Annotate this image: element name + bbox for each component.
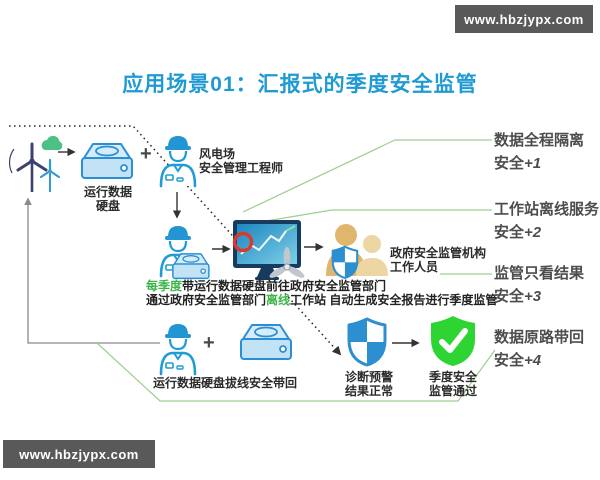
diagnosis-label: 诊断预警 结果正常 [338,370,400,398]
benefit-4-title: 数据原路带回 [494,329,585,346]
process-note: 每季度带运行数据硬盘前往政府安全监管部门 通过政府安全监管部门离线工作站 自动生… [146,279,498,307]
page-title: 应用场景01：汇报式的季度安全监管 [122,73,478,96]
data-return-path-line [24,197,160,344]
gov-staff-label-line2: 工作人员 [390,259,439,274]
benefit-3: 监管只看结果 安全+3 [494,262,600,308]
benefit-3-score: 安全+3 [494,285,600,308]
benefit-connector-lines [96,139,496,402]
diagnosis-shield-icon [349,319,385,365]
note-line1: 带运行数据硬盘前往政府安全监管部门 [182,279,387,293]
benefit-3-score-num: +3 [524,288,542,305]
green-cloud-icon [41,135,63,151]
note-quarterly-highlight: 每季度 [146,279,183,293]
carried-hard-drive-icon [172,253,210,280]
diagnosis-label-line2: 结果正常 [344,383,393,398]
pass-label-line1: 季度安全 [428,370,477,384]
hard-drive-label-line1: 运行数据 [83,185,132,199]
diagnosis-label-line1: 诊断预警 [344,370,393,384]
watermark-top-right: www.hbzjypx.com [455,5,593,33]
benefit-4-score-text: 安全 [494,352,525,369]
benefit-3-score-text: 安全 [494,288,525,305]
plus-sign-1: + [140,143,152,165]
engineer-icon [159,134,197,188]
staff-shield-icon [333,247,357,278]
pass-label: 季度安全 监管通过 [422,370,484,398]
wind-turbine-icon [8,142,61,192]
flow-arrows [58,147,420,348]
benefit-2-score-num: +2 [524,224,542,241]
watermark-bottom-left: www.hbzjypx.com [3,440,155,468]
note-offline-highlight: 离线 [266,292,291,307]
benefit-1-score: 安全+1 [494,152,600,175]
benefit-3-title: 监管只看结果 [494,265,585,282]
government-staff-icon [326,224,388,278]
note-line2-pre: 通过政府安全监管部门 [146,292,267,307]
plus-sign-2: + [203,332,215,354]
pass-shield-icon [431,316,475,366]
benefit-4: 数据原路带回 安全+4 [494,326,600,372]
turbine-rotor-icon [269,247,305,278]
benefit-2-score-text: 安全 [494,224,525,241]
benefit-4-score: 安全+4 [494,349,600,372]
hard-drive-icon [81,143,133,179]
engineer-label-line2: 安全管理工程师 [199,160,284,175]
engineer-label: 风电场 安全管理工程师 [199,147,284,175]
workstation-monitor-icon [232,220,305,280]
hard-drive-label-line2: 硬盘 [95,198,120,213]
benefit-2: 工作站离线服务 安全+2 [494,198,600,244]
benefit-1-score-num: +1 [524,155,542,172]
benefit-1-score-text: 安全 [494,155,525,172]
note-line2-rest: 工作站 自动生成安全报告进行季度监管 [290,292,498,307]
benefit-4-score-num: +4 [524,352,542,369]
benefit-2-title: 工作站离线服务 [494,201,600,218]
gov-staff-label: 政府安全监管机构 工作人员 [390,246,487,274]
isolation-boundary-dotted-line [9,125,342,356]
returned-hard-drive-icon [240,324,292,360]
return-label: 运行数据硬盘拔线安全带回 [153,376,298,390]
benefit-1: 数据全程隔离 安全+1 [494,129,600,175]
engineer-return-icon [159,322,197,376]
engineer-label-line1: 风电场 [199,147,236,161]
benefit-2-score: 安全+2 [494,221,600,244]
hard-drive-label: 运行数据 硬盘 [76,185,140,213]
benefit-1-title: 数据全程隔离 [494,132,585,149]
pass-label-line2: 监管通过 [428,383,477,398]
gov-staff-label-line1: 政府安全监管机构 [390,246,487,260]
